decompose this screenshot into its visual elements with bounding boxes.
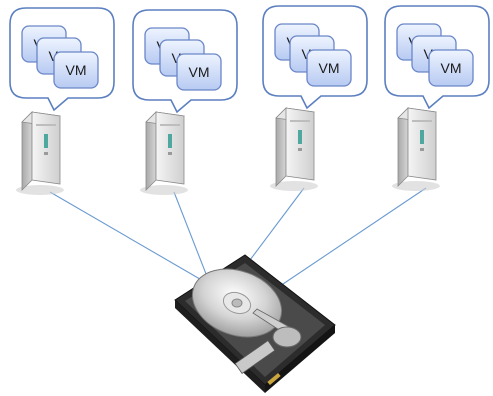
vm-tile: VM [428, 49, 474, 87]
network-link [173, 191, 209, 280]
network-link [279, 187, 427, 287]
server-icon [392, 107, 440, 191]
vm-label: VM [189, 64, 210, 80]
server-icon [16, 111, 64, 195]
network-links [49, 187, 427, 287]
vm-label: VM [441, 60, 462, 76]
vm-label: VM [319, 60, 340, 76]
vm-tile: VM [53, 51, 99, 89]
hosts-group: VMVMVMVMVMVMVMVMVMVMVMVM [9, 5, 490, 195]
vm-label: VM [66, 62, 87, 78]
hard-disk-icon [174, 254, 336, 393]
vm-tile: VM [176, 53, 222, 91]
network-link [243, 187, 305, 269]
vm-tile: VM [306, 49, 352, 87]
network-link [49, 191, 206, 283]
server-icon [140, 111, 188, 195]
server-icon [270, 107, 318, 191]
